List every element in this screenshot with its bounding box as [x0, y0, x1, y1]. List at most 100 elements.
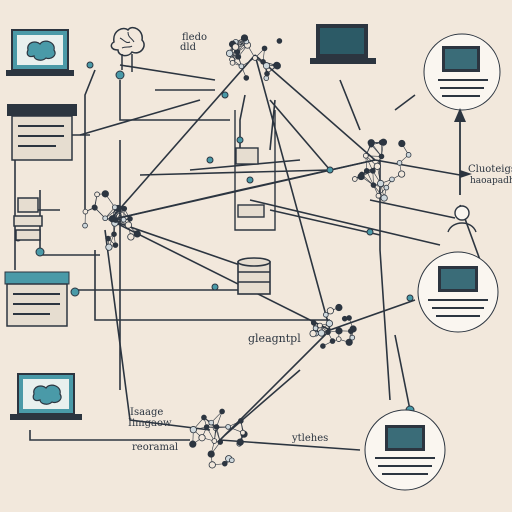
network-node	[121, 205, 128, 212]
network-node	[367, 139, 375, 147]
laptop-icon	[417, 251, 499, 333]
network-node	[229, 60, 236, 66]
label-right-2: haoapadh	[470, 176, 512, 186]
connection-lines	[14, 54, 481, 451]
network-node	[240, 34, 249, 42]
network-node	[320, 343, 326, 349]
network-node	[263, 75, 270, 81]
network-node	[370, 182, 377, 188]
network-node	[335, 303, 343, 312]
network-node	[370, 168, 376, 174]
neural-network-icon	[352, 138, 412, 202]
network-node	[375, 192, 382, 199]
neural-network-icon	[189, 408, 248, 469]
network-node	[91, 204, 98, 211]
cylinder-icon	[237, 257, 271, 295]
network-node	[82, 222, 88, 229]
network-node	[363, 152, 369, 159]
network-node	[261, 45, 268, 52]
network-node	[325, 319, 334, 328]
network-node	[236, 438, 244, 446]
network-node	[208, 419, 214, 426]
network-node	[207, 450, 215, 458]
network-node	[120, 217, 127, 223]
label-top-center-1: fledo	[182, 32, 207, 43]
network-node	[112, 242, 119, 248]
network-node	[345, 338, 353, 346]
network-node	[111, 204, 118, 211]
network-node	[133, 230, 141, 238]
network-node	[225, 424, 231, 430]
laptop-icon	[423, 33, 501, 111]
neural-network-icon	[309, 303, 357, 349]
network-node	[225, 49, 234, 57]
network-node	[231, 43, 240, 51]
label-bottom-center: ytlehes	[291, 433, 328, 444]
network-node	[323, 311, 329, 318]
network-node	[349, 334, 356, 341]
network-node	[389, 176, 395, 183]
network-node	[82, 208, 89, 215]
label-top-center-2: dld	[180, 42, 197, 53]
network-node	[102, 215, 108, 222]
laptop-icon	[310, 24, 376, 64]
container-outline	[234, 110, 276, 231]
network-node	[211, 438, 218, 444]
brain-icon	[26, 40, 56, 61]
network-node	[276, 38, 283, 44]
neural-network-clusters	[82, 34, 412, 469]
pointer-arrow	[460, 170, 472, 178]
diagram-labels: fledo dld Cluoteigs haoapadh gleagntpl I…	[128, 32, 512, 453]
network-node	[262, 62, 271, 70]
laptop-icon	[364, 409, 446, 491]
network-node	[377, 179, 385, 188]
network-node	[264, 70, 270, 77]
network-node	[317, 329, 326, 337]
network-node	[317, 322, 323, 329]
network-node	[378, 139, 385, 146]
network-node	[398, 170, 406, 178]
network-node	[201, 414, 207, 421]
network-node	[203, 424, 210, 430]
network-node	[309, 329, 317, 338]
network-node	[363, 168, 370, 174]
network-node	[108, 215, 117, 223]
network-node	[111, 231, 117, 237]
network-node	[252, 55, 258, 61]
network-node	[221, 460, 228, 467]
network-node	[243, 75, 250, 81]
network-node	[405, 152, 412, 158]
network-node	[326, 307, 334, 315]
network-node	[383, 184, 390, 191]
network-node	[335, 327, 343, 335]
neural-network-icon	[225, 34, 283, 81]
network-node	[378, 153, 385, 160]
label-bottom-left-1: Isaage	[130, 407, 163, 418]
network-node	[94, 191, 100, 198]
network-node	[352, 176, 358, 182]
label-bottom-left-3: reoramal	[132, 442, 178, 453]
network-node	[347, 328, 354, 334]
network-node	[235, 54, 242, 60]
network-node	[124, 221, 133, 229]
network-node	[373, 162, 381, 170]
network-node	[189, 440, 197, 448]
network-node	[238, 63, 245, 70]
network-node	[127, 233, 135, 241]
person-icon	[447, 205, 477, 233]
network-node	[335, 336, 342, 342]
network-node	[398, 139, 406, 148]
network-node	[217, 439, 224, 445]
label-bottom-left-2: Iimgaow	[128, 418, 172, 429]
network-node	[341, 315, 348, 322]
database-icon	[13, 197, 43, 241]
network-node	[127, 215, 133, 222]
network-node	[380, 194, 388, 202]
network-node	[396, 160, 403, 166]
network-node	[105, 243, 113, 251]
network-node	[310, 320, 317, 326]
network-node	[240, 429, 246, 436]
network-node	[101, 190, 109, 198]
network-node	[208, 461, 216, 469]
